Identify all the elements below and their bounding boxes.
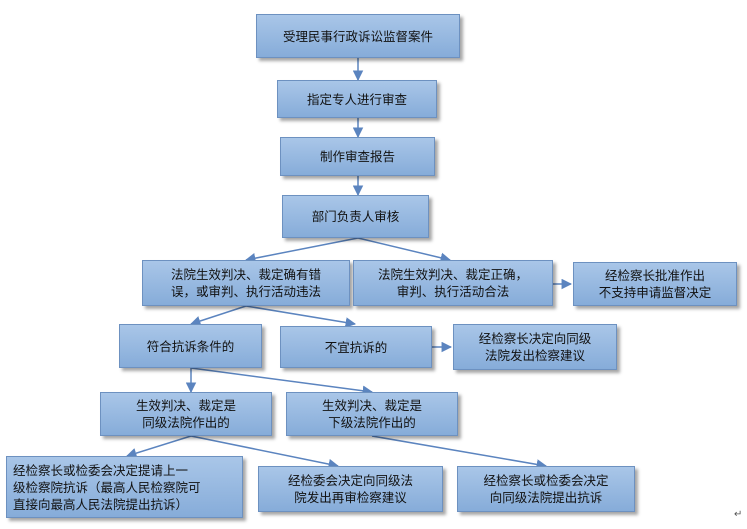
node-meets-protest: 符合抗诉条件的 — [119, 324, 262, 368]
node-assign-reviewer: 指定专人进行审查 — [277, 80, 437, 118]
arrow-same-to-upper — [125, 435, 192, 459]
node-lower-level-court: 生效判决、裁定是 下级法院作出的 — [286, 392, 458, 436]
node-accept-case: 受理民事行政诉讼监督案件 — [256, 14, 460, 58]
node-same-level-court: 生效判决、裁定是 同级法院作出的 — [100, 392, 272, 436]
node-committee-retrial: 经检委会决定向同级法 院发出再审检察建议 — [258, 466, 443, 512]
node-ruling-correct: 法院生效判决、裁定正确， 审判、执行活动合法 — [353, 260, 553, 306]
node-not-protest: 不宜抗诉的 — [280, 326, 432, 368]
node-chief-no-support: 经检察长批准作出 不支持申请监督决定 — [573, 262, 737, 306]
node-ruling-error: 法院生效判决、裁定确有错 误，或审判、执行活动违法 — [142, 260, 350, 306]
arrow-meets-to-lower — [190, 367, 374, 396]
arrow-error-to-meets — [190, 305, 247, 327]
node-request-upper: 经检察长或检委会决定提请上一 级检察院抗诉（最高人民检察院可 直接向最高人民法院… — [6, 456, 243, 518]
node-chief-suggest-same: 经检察长决定向同级 法院发出检察建议 — [453, 324, 617, 370]
arrow-depthead-to-correct — [357, 237, 452, 263]
arrow-lower-to-protest — [371, 435, 548, 470]
arrow-depthead-to-error — [244, 237, 359, 264]
node-dept-head-review: 部门负责人审核 — [282, 195, 429, 238]
node-protest-same: 经检察长或检委会决定 向同级法院提出抗诉 — [457, 466, 635, 512]
arrow-error-to-notprotest — [245, 305, 357, 328]
node-review-report: 制作审查报告 — [280, 137, 435, 176]
text-cursor-icon: ↵ — [734, 509, 743, 520]
